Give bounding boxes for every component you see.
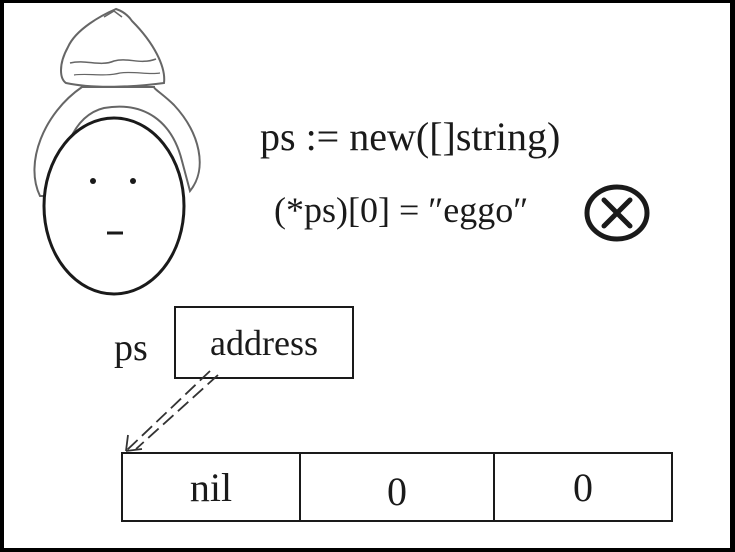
string-slice-header: nil 0 0 xyxy=(121,452,673,522)
slice-pointer-cell: nil xyxy=(123,454,301,520)
circled-x-icon xyxy=(584,184,650,242)
pointer-value-box: address xyxy=(174,306,354,379)
code-line-new: ps := new([]string) xyxy=(260,114,561,159)
diagram-canvas: ps := new([]string) (*ps)[0] = ″eggo″ ps… xyxy=(4,3,730,548)
slice-length-cell: 0 xyxy=(301,454,495,520)
slice-capacity-cell: 0 xyxy=(573,464,593,510)
code-line-assign: (*ps)[0] = ″eggo″ xyxy=(274,190,529,230)
pointer-variable-label: ps xyxy=(114,327,148,369)
pointer-value: address xyxy=(210,322,318,363)
egg-character-icon xyxy=(33,7,201,296)
